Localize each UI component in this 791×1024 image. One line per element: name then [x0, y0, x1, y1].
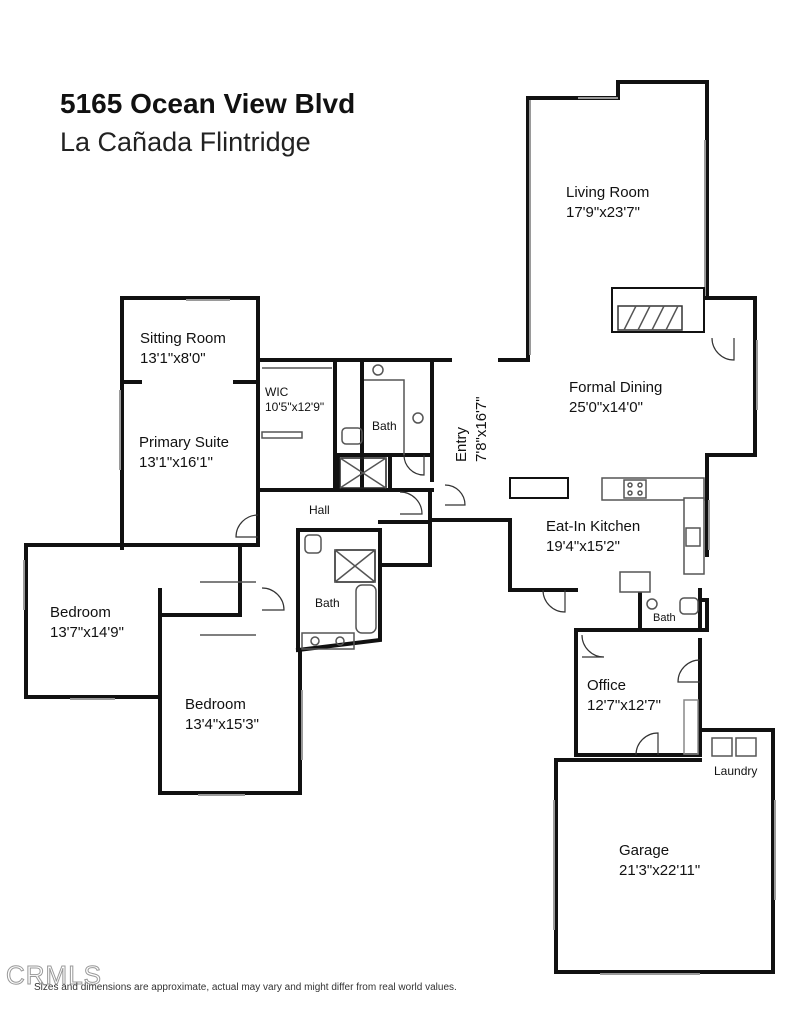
room-dims-bedroom-2: 13'4"x15'3" — [185, 716, 259, 733]
room-dims-sitting: 13'1"x8'0" — [140, 350, 206, 367]
room-name-kitchen-bath: Bath — [653, 612, 676, 624]
room-name-garage: Garage — [619, 842, 669, 859]
property-city: La Cañada Flintridge — [60, 127, 311, 157]
room-dims-entry: 7'8"x16'7" — [473, 396, 490, 462]
walls — [24, 80, 775, 974]
kitchen-sink — [685, 527, 701, 547]
room-name-kitchen: Eat-In Kitchen — [546, 518, 640, 535]
dryer — [735, 737, 757, 757]
room-name-entry: Entry — [453, 426, 470, 462]
room-dims-kitchen: 19'4"x15'2" — [546, 538, 620, 555]
room-name-laundry: Laundry — [714, 764, 757, 778]
room-labels: Living Room 17'9"x23'7" Sitting Room 13'… — [50, 184, 757, 879]
room-dims-living: 17'9"x23'7" — [566, 204, 640, 221]
stove — [623, 479, 647, 499]
kitchen-island — [509, 477, 569, 499]
windows — [23, 97, 776, 975]
shower-primary — [339, 457, 387, 489]
watermark-logo: CRMLS — [5, 960, 103, 991]
room-name-wic: WIC — [265, 385, 289, 399]
fixtures — [200, 287, 757, 757]
room-name-primary-suite: Primary Suite — [139, 434, 229, 451]
room-name-hall-bath: Bath — [315, 596, 340, 610]
room-dims-dining: 25'0"x14'0" — [569, 399, 643, 416]
room-name-bedroom-1: Bedroom — [50, 604, 111, 621]
room-name-primary-bath: Bath — [372, 419, 397, 433]
property-address: 5165 Ocean View Blvd — [60, 88, 356, 119]
room-dims-bedroom-1: 13'7"x14'9" — [50, 624, 124, 641]
room-name-office: Office — [587, 677, 626, 694]
doors — [235, 337, 735, 756]
room-name-hall: Hall — [309, 503, 330, 517]
disclaimer-text: Sizes and dimensions are approximate, ac… — [34, 982, 457, 993]
room-dims-office: 12'7"x12'7" — [587, 697, 661, 714]
room-name-bedroom-2: Bedroom — [185, 696, 246, 713]
shower-hall — [334, 549, 376, 583]
room-dims-wic: 10'5"x12'9" — [265, 400, 324, 414]
room-dims-primary-suite: 13'1"x16'1" — [139, 454, 213, 471]
room-name-sitting: Sitting Room — [140, 330, 226, 347]
room-dims-garage: 21'3"x22'11" — [619, 862, 700, 879]
washer — [711, 737, 733, 757]
tub-hall — [355, 584, 377, 634]
room-name-dining: Formal Dining — [569, 379, 662, 396]
room-name-living: Living Room — [566, 184, 649, 201]
